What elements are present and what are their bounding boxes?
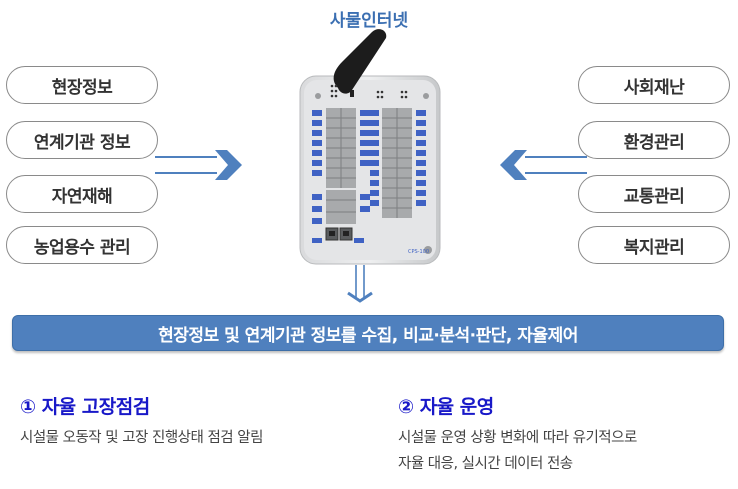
right-item-environment: 환경관리	[578, 121, 730, 159]
right-item-social-disaster: 사회재난	[578, 66, 730, 104]
summary-banner: 현장정보 및 연계기관 정보를 수집, 비교·분석·판단, 자율제어	[12, 315, 724, 351]
feature-2-heading: ② 자율 운영	[398, 396, 494, 418]
iot-device-image: CPS-100	[299, 29, 441, 265]
left-item-natural-disaster: 자연재해	[6, 175, 158, 213]
device-model-label: CPS-100	[408, 249, 429, 255]
feature-1-heading: ① 자율 고장점검	[20, 396, 150, 418]
right-item-traffic: 교통관리	[578, 175, 730, 213]
feature-1-desc-line-1: 시설물 오동작 및 고장 진행상태 점검 알림	[20, 430, 263, 446]
right-item-welfare: 복지관리	[578, 226, 730, 264]
arrow-down-icon	[347, 265, 373, 303]
left-item-agri-water: 농업용수 관리	[6, 226, 158, 264]
feature-2-desc-line-1: 시설물 운영 상황 변화에 따라 유기적으로	[398, 430, 637, 446]
feature-2-desc-line-2: 자율 대응, 실시간 데이터 전송	[398, 456, 573, 472]
arrow-right-icon	[155, 150, 242, 180]
device-title: 사물인터넷	[329, 11, 409, 31]
left-item-field-info: 현장정보	[6, 66, 158, 104]
left-item-agency-info: 연계기관 정보	[6, 121, 158, 159]
arrow-left-icon	[500, 150, 587, 180]
